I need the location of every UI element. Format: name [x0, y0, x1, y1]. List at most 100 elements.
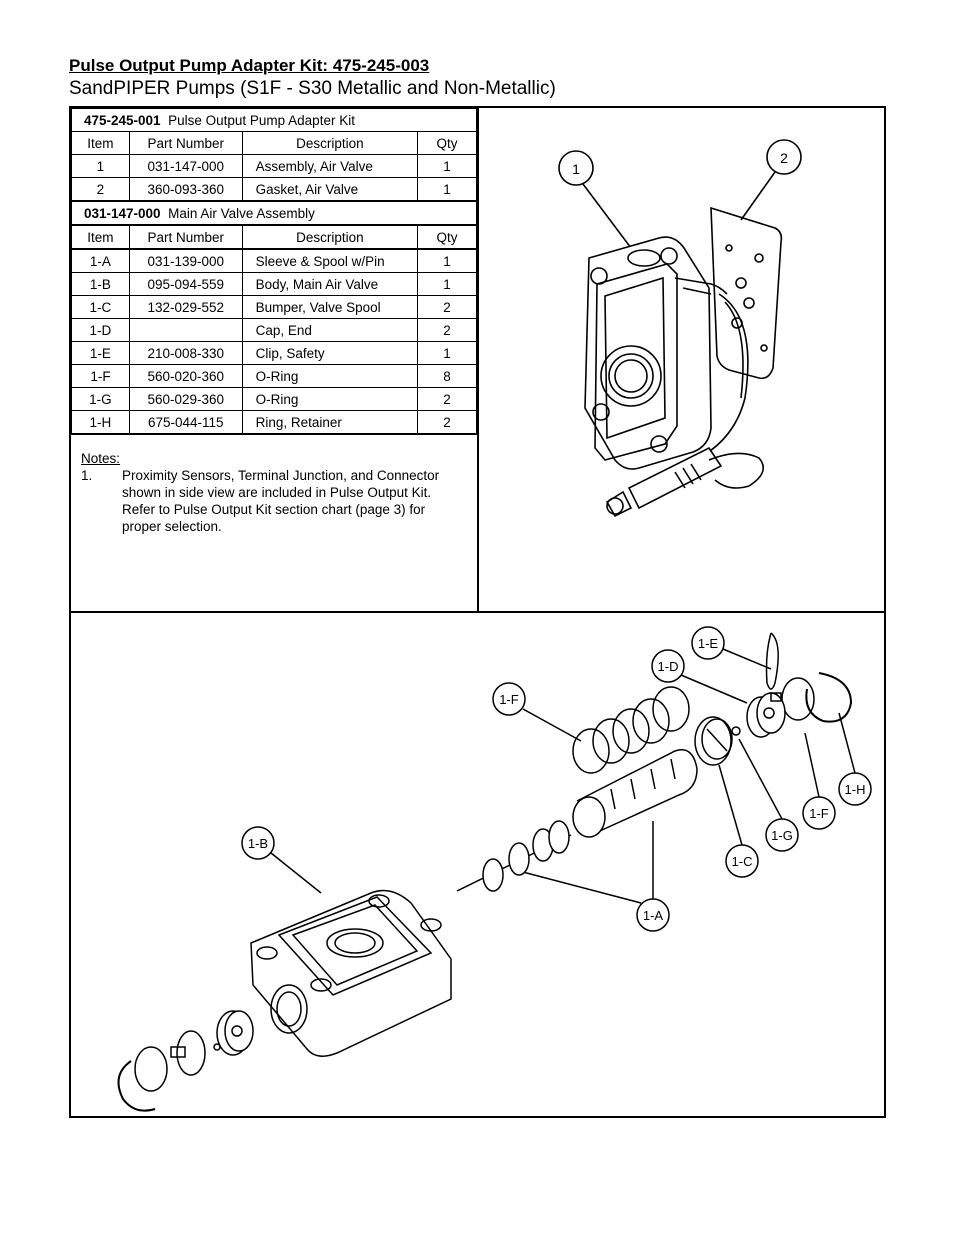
callout-circle [558, 150, 594, 186]
leader-line [582, 183, 632, 249]
cell-item: 1-A [71, 248, 130, 273]
cell-item: 1 [71, 154, 130, 178]
cell-part: 560-020-360 [128, 364, 243, 388]
callout-label: 1-G [771, 828, 793, 843]
cell-desc: Body, Main Air Valve [241, 272, 419, 296]
cell-item: 1-E [71, 341, 130, 365]
callout-label: 1-D [658, 659, 679, 674]
col-part-number: Part Number [128, 131, 243, 155]
col-part-number: Part Number [128, 224, 243, 250]
cell-qty: 1 [417, 248, 477, 273]
callout-label: 1-A [643, 908, 664, 923]
col-item: Item [71, 224, 130, 250]
cell-part: 031-139-000 [128, 248, 243, 273]
cell-part: 031-147-000 [128, 154, 243, 178]
table-row: 1 031-147-000 Assembly, Air Valve 1 [71, 154, 477, 178]
cell-item: 1-F [71, 364, 130, 388]
cell-item: 1-H [71, 410, 130, 435]
divider-vertical [477, 108, 479, 612]
notes-heading: Notes: [81, 451, 121, 466]
callout-label: 1-H [845, 782, 866, 797]
valve-name: Main Air Valve Assembly [168, 205, 315, 221]
cell-qty: 2 [417, 410, 477, 435]
callout-label: 1-B [248, 836, 268, 851]
note-line: Proximity Sensors, Terminal Junction, an… [122, 468, 440, 483]
callout-label: 1-C [732, 854, 753, 869]
callout-circle [766, 139, 802, 175]
note-item: 1. Proximity Sensors, Terminal Junction,… [81, 467, 466, 535]
cell-part: 210-008-330 [128, 341, 243, 365]
cell-qty: 2 [417, 318, 477, 342]
cell-part [128, 318, 243, 342]
leader-line [740, 171, 776, 221]
table-row: 1-F 560-020-360 O-Ring 8 [71, 364, 477, 388]
valve-body [584, 236, 712, 470]
note-line: proper selection. [122, 519, 222, 534]
table-row: 2 360-093-360 Gasket, Air Valve 1 [71, 177, 477, 202]
gasket [710, 206, 783, 380]
cell-item: 1-D [71, 318, 130, 342]
col-qty: Qty [417, 224, 477, 250]
table-row: 1-B 095-094-559 Body, Main Air Valve 1 [71, 272, 477, 296]
cell-item: 1-C [71, 295, 130, 319]
note-line: shown in side view are included in Pulse… [122, 485, 432, 500]
table-row: 1-G 560-029-360 O-Ring 2 [71, 387, 477, 411]
cell-desc: Assembly, Air Valve [241, 154, 419, 178]
cell-part: 675-044-115 [128, 410, 243, 435]
kit-part-number: 475-245-001 [84, 112, 161, 128]
cell-part: 560-029-360 [128, 387, 243, 411]
cell-qty: 2 [417, 387, 477, 411]
cell-desc: O-Ring [241, 364, 419, 388]
callout-label: 2 [780, 150, 788, 166]
callout-label: 1-F [499, 692, 519, 707]
cell-qty: 1 [417, 272, 477, 296]
notes: Notes: 1. Proximity Sensors, Terminal Ju… [81, 450, 466, 535]
cell-desc: O-Ring [241, 387, 419, 411]
parts-table: 475-245-001 Pulse Output Pump Adapter Ki… [71, 108, 477, 435]
col-qty: Qty [417, 131, 477, 155]
cell-desc: Clip, Safety [241, 341, 419, 365]
kit-section-header: 475-245-001 Pulse Output Pump Adapter Ki… [71, 108, 477, 132]
divider-horizontal [71, 611, 884, 613]
callout-label: 1-E [698, 636, 719, 651]
table-row: 1-D Cap, End 2 [71, 318, 477, 342]
table-row: 1-H 675-044-115 Ring, Retainer 2 [71, 410, 477, 435]
valve-part-number: 031-147-000 [84, 205, 161, 221]
table-row: 1-E 210-008-330 Clip, Safety 1 [71, 341, 477, 365]
cell-qty: 2 [417, 295, 477, 319]
cell-qty: 1 [417, 341, 477, 365]
callout-label: 1 [572, 161, 580, 177]
cell-qty: 8 [417, 364, 477, 388]
note-number: 1. [81, 468, 93, 483]
cell-item: 1-B [71, 272, 130, 296]
cell-item: 1-G [71, 387, 130, 411]
col-description: Description [241, 224, 419, 250]
cell-part: 095-094-559 [128, 272, 243, 296]
cell-desc: Bumper, Valve Spool [241, 295, 419, 319]
page-subtitle: SandPIPER Pumps (S1F - S30 Metallic and … [69, 78, 556, 99]
connector [627, 446, 723, 510]
air-valve-side-view: 1 2 [558, 139, 802, 518]
table-row: 1-C 132-029-552 Bumper, Valve Spool 2 [71, 295, 477, 319]
parts-table-container: 475-245-001 Pulse Output Pump Adapter Ki… [71, 108, 477, 435]
col-description: Description [241, 131, 419, 155]
cell-item: 2 [71, 177, 130, 202]
cell-part: 360-093-360 [128, 177, 243, 202]
parts-frame: 475-245-001 Pulse Output Pump Adapter Ki… [69, 106, 886, 1118]
cell-desc: Ring, Retainer [241, 410, 419, 435]
callout-label: 1-F [809, 806, 829, 821]
exploded-view: 1-E 1-D 1-F 1-B 1-H 1-F 1-G 1-C 1-A [117, 626, 872, 1112]
kit-name: Pulse Output Pump Adapter Kit [168, 112, 355, 128]
table-header-row: Item Part Number Description Qty [71, 224, 477, 250]
cell-qty: 1 [417, 177, 477, 202]
cell-qty: 1 [417, 154, 477, 178]
page-title: Pulse Output Pump Adapter Kit: 475-245-0… [69, 56, 430, 75]
cell-desc: Sleeve & Spool w/Pin [241, 248, 419, 273]
cell-desc: Cap, End [241, 318, 419, 342]
table-header-row: Item Part Number Description Qty [71, 131, 477, 155]
valve-section-header: 031-147-000 Main Air Valve Assembly [71, 200, 477, 226]
table-row: 1-A 031-139-000 Sleeve & Spool w/Pin 1 [71, 248, 477, 273]
cell-part: 132-029-552 [128, 295, 243, 319]
cell-desc: Gasket, Air Valve [241, 177, 419, 202]
note-line: Refer to Pulse Output Kit section chart … [122, 502, 426, 517]
